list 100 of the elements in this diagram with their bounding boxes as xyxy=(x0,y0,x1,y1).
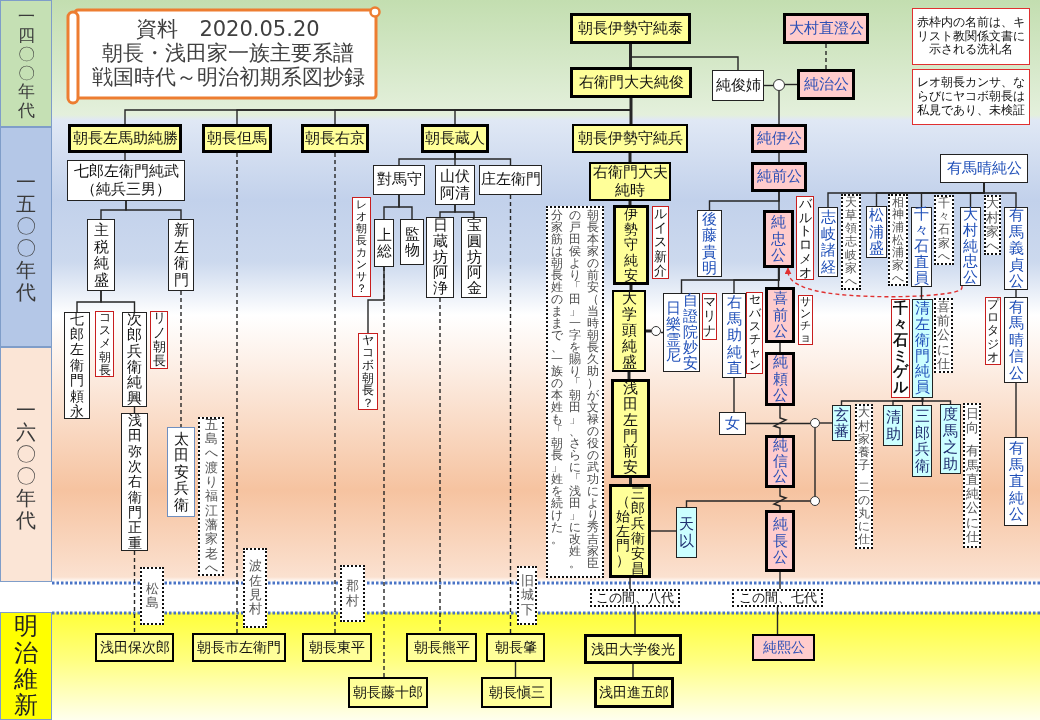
era-label: 一四〇〇年代 xyxy=(17,7,35,120)
note-text: 松島 xyxy=(145,581,159,611)
era-band xyxy=(0,127,52,347)
name-box xyxy=(95,633,174,662)
name-box xyxy=(301,124,369,153)
name-label: 純治公 xyxy=(803,75,849,94)
name-label: 有馬義貞公 xyxy=(1008,207,1024,290)
name-box xyxy=(426,217,454,298)
name-label: 浅田大学俊光 xyxy=(591,640,675,658)
name-label: 天以 xyxy=(679,516,694,549)
arrow xyxy=(784,267,963,298)
family-line xyxy=(921,397,952,405)
family-line xyxy=(629,478,632,484)
family-line xyxy=(133,550,136,634)
name-label: コスメ朝長 xyxy=(98,311,111,377)
name-box xyxy=(570,67,692,98)
name-label: 庄左衛門 xyxy=(480,171,541,189)
name-label: セバスチャン xyxy=(748,293,761,373)
name-label: 七郎左衛門純武 xyxy=(73,163,179,181)
name-label: 日樂霊尼 xyxy=(666,300,681,365)
note-box xyxy=(243,548,267,628)
name-label: 朝長藤十郎 xyxy=(353,684,423,701)
name-box xyxy=(122,312,147,407)
note-box xyxy=(855,404,873,549)
family-line xyxy=(454,204,475,218)
note-text: 郡村 xyxy=(346,579,359,608)
family-line xyxy=(629,577,631,590)
family-line xyxy=(509,194,512,634)
name-label: 朝長左馬助純勝 xyxy=(72,129,178,148)
title-text: 朝長・浅田家一族主要系譜 xyxy=(102,40,354,66)
name-label: 太田安兵衛 xyxy=(173,430,189,514)
name-box xyxy=(486,633,545,662)
era-label: 一五〇〇年代 xyxy=(16,171,36,303)
family-line xyxy=(646,329,651,333)
name-label: 朝長蔵人 xyxy=(425,129,485,148)
note-box xyxy=(912,8,1030,65)
name-label: 朝長但馬 xyxy=(207,129,267,148)
name-label: 純長公 xyxy=(772,516,788,566)
name-box xyxy=(751,162,807,192)
note-text: この間、七代 xyxy=(738,590,817,606)
name-box xyxy=(570,13,691,44)
name-label: 朝長伊勢守純泰 xyxy=(578,19,683,38)
junction-circle xyxy=(651,326,661,336)
name-label: 主税純盛 xyxy=(93,222,109,288)
name-label: 浅田弥次右衛門正重 xyxy=(127,412,142,552)
name-label: 松浦盛 xyxy=(869,207,884,257)
name-label: 志岐諸経 xyxy=(820,209,836,275)
family-line xyxy=(629,44,632,67)
family-line xyxy=(825,43,827,70)
family-line xyxy=(398,194,413,220)
name-label: 純熙公 xyxy=(762,639,805,656)
family-line xyxy=(733,377,735,413)
name-label: 三郎兵衛安昌 xyxy=(631,486,645,576)
name-label: 純俊姉 xyxy=(715,76,761,95)
name-label: 朝長熊平 xyxy=(413,639,470,656)
name-label: プロタジオ xyxy=(987,298,999,364)
name-box xyxy=(797,69,855,100)
family-line xyxy=(778,191,780,211)
note-box xyxy=(590,589,680,607)
name-label: マリナ xyxy=(703,295,716,338)
name-label: 純忠公 xyxy=(771,214,786,264)
family-line xyxy=(892,397,924,406)
note-text: 旧城下 xyxy=(520,574,534,617)
name-box xyxy=(940,154,1028,183)
name-label: 監物 xyxy=(404,225,420,259)
family-line xyxy=(628,153,632,162)
family-line xyxy=(776,606,779,635)
name-box xyxy=(613,205,649,285)
family-line xyxy=(779,571,781,590)
family-line xyxy=(629,98,633,124)
name-label: 千々石ミゲル xyxy=(893,300,908,397)
name-label: ルイス新介 xyxy=(654,206,667,279)
family-line xyxy=(100,290,136,313)
name-label: 度馬之助 xyxy=(943,406,958,472)
name-label: 清助 xyxy=(885,409,901,442)
name-label: 對馬守 xyxy=(376,171,422,189)
name-box xyxy=(479,165,542,195)
name-box xyxy=(121,413,148,551)
baptismal-name-box xyxy=(352,197,371,297)
family-line xyxy=(819,422,833,424)
note-text: 赤枠内の名前は、キリスト教関係文書に示される洗礼名 xyxy=(916,15,1026,58)
family-line xyxy=(777,267,780,288)
family-line xyxy=(454,152,512,166)
name-label: 大村純忠公 xyxy=(963,206,978,287)
name-label: ヤコボ朝長？ xyxy=(362,333,374,410)
family-line xyxy=(814,427,816,497)
note-text: 千々石家へ xyxy=(938,197,950,263)
family-line xyxy=(733,267,780,294)
name-label: 女 xyxy=(725,414,740,433)
name-label: 右馬助純直 xyxy=(726,294,742,377)
name-box xyxy=(87,219,115,291)
name-label: 朝長右京 xyxy=(305,129,365,148)
family-line xyxy=(778,90,780,125)
name-label: 三郎兵衛 xyxy=(914,408,930,474)
name-box xyxy=(168,219,194,291)
name-label: 純頼公 xyxy=(772,354,788,404)
family-line xyxy=(650,530,677,532)
family-line xyxy=(133,406,136,414)
name-box xyxy=(572,124,688,153)
note-box xyxy=(340,565,365,622)
